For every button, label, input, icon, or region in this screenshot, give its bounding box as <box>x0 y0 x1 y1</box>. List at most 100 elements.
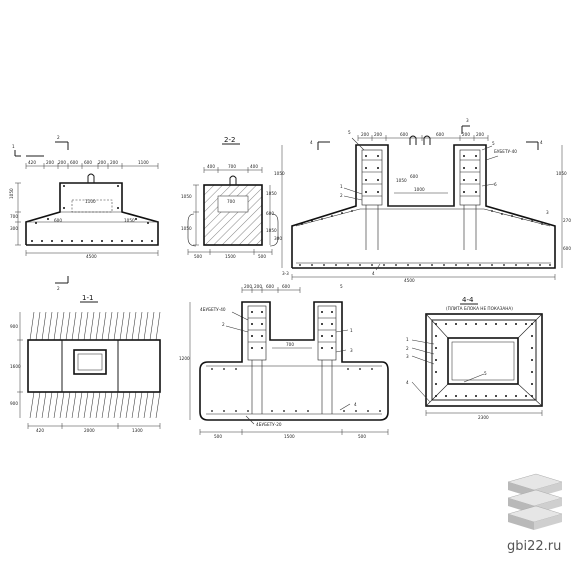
callout: 4 <box>372 271 375 276</box>
section-outline <box>199 301 389 421</box>
lifting-loop <box>229 175 237 185</box>
dim-text: 420 <box>36 428 44 433</box>
rebar-dots <box>211 368 381 412</box>
reinforcement-elevation: 4 3 4 200 200 600 600 200 200 <box>274 118 571 283</box>
cut-label: 2 <box>57 135 60 140</box>
callout: 1 <box>350 328 353 333</box>
dim-text: 600 <box>70 160 78 165</box>
callout: 3 <box>406 354 409 359</box>
dim-text: 1100 <box>85 199 96 204</box>
callout: 3 <box>350 348 353 353</box>
dim-text: 1050 <box>556 171 567 176</box>
dim-text: 200 <box>244 284 252 289</box>
dim-text: 700 <box>228 164 236 169</box>
dim-text: 1500 <box>284 434 295 439</box>
lifting-loop <box>409 135 417 145</box>
callout: 4 <box>354 402 357 407</box>
dim-text: 1050 <box>266 191 277 196</box>
note-text: (ПЛИТА БЛОКА НЕ ПОКАЗАНА) <box>446 306 513 311</box>
callout: 5 <box>492 141 495 146</box>
cut-label: 3 <box>466 118 469 123</box>
dim-text: 600 <box>266 284 274 289</box>
rebar-lines <box>29 311 161 419</box>
dim-text: 200 <box>254 284 262 289</box>
dim-text: 500 <box>358 434 366 439</box>
dim-text: 600 <box>400 132 408 137</box>
dim-text: 700 <box>286 342 294 347</box>
dim-text: 600 <box>84 160 92 165</box>
dim-text: 1050 <box>124 218 135 223</box>
column-socket <box>447 337 519 385</box>
dim-text: 600 <box>54 218 62 223</box>
callout: 5 <box>348 130 351 135</box>
note-text: 4БУБЕТУ-40 <box>200 307 226 312</box>
lifting-loop <box>423 135 431 145</box>
dim-text: 500 <box>194 254 202 259</box>
callout: 4 <box>406 380 409 385</box>
dim-text: 600 <box>282 284 290 289</box>
dim-text: 270 <box>563 218 571 223</box>
watermark-text: gbi22.ru <box>507 539 561 554</box>
dim-text: 400 <box>250 164 258 169</box>
callout: 1 <box>340 184 343 189</box>
dim-text: 600 <box>410 174 418 179</box>
dim-text: 200 <box>374 132 382 137</box>
section-title: 3-3 <box>282 271 289 276</box>
cut-label: 4 <box>310 140 313 145</box>
dim-ticks <box>25 163 159 169</box>
section-2-2: 2-2 400 700 400 700 1050 1050 1050 600 1… <box>181 136 279 259</box>
dim-text: 200 <box>361 132 369 137</box>
callout: 1 <box>406 337 409 342</box>
section-title: 2-2 <box>224 136 235 144</box>
dim-text: 500 <box>258 254 266 259</box>
section-4-4: 4-4 (ПЛИТА БЛОКА НЕ ПОКАЗАНА) <box>406 296 543 420</box>
dim-text: 1050 <box>9 188 14 199</box>
rebar-cage-right <box>317 305 337 361</box>
dim-text: 420 <box>28 160 36 165</box>
callout: 6 <box>494 182 497 187</box>
column-zone <box>61 339 119 393</box>
callout: 2 <box>340 193 343 198</box>
rebar-dots <box>435 323 533 397</box>
section-3-3: 200 200 600 600 5 4БУБЕТУ-40 <box>179 284 389 439</box>
rebar-dots <box>299 264 551 266</box>
dim-text: 1600 <box>10 364 21 369</box>
stacked-slabs-logo <box>507 473 563 530</box>
dim-text: 2000 <box>84 428 95 433</box>
note-text: БУБЕТУ-40 <box>494 149 517 154</box>
slab-top-rebar <box>295 208 551 227</box>
dim-text: 200 <box>58 160 66 165</box>
dim-text: 1500 <box>225 254 236 259</box>
rebar-dots <box>31 185 153 242</box>
dim-text: 300 <box>10 226 18 231</box>
dim-text: 600 <box>436 132 444 137</box>
section-outline <box>425 313 543 407</box>
callout: 3 <box>546 210 549 215</box>
dim-text: 1200 <box>179 356 190 361</box>
section-title: 4-4 <box>462 296 474 304</box>
cut-label: 4 <box>540 140 543 145</box>
callout: 5 <box>340 284 343 289</box>
dim-text: 600 <box>563 246 571 251</box>
hatched-section <box>204 185 262 245</box>
plan-outline <box>27 339 161 393</box>
rebar-dots <box>301 210 543 225</box>
rebar-cage-left <box>247 305 267 361</box>
dim-text: 600 <box>266 211 274 216</box>
note-text: 4БУБЕТУ-20 <box>256 422 282 427</box>
foundation-elevation: 1 2 2 420 200 200 600 600 200 200 1100 <box>9 135 159 291</box>
rebar-dots <box>365 155 477 193</box>
foundation-outline <box>291 144 556 269</box>
dim-text: 400 <box>207 164 215 169</box>
dim-text: 4500 <box>86 254 97 259</box>
dim-text: 200 <box>46 160 54 165</box>
section-title: 1-1 <box>82 294 93 302</box>
dim-text: 1050 <box>181 226 192 231</box>
callout: 5 <box>484 371 487 376</box>
dim-text: 1050 <box>274 171 285 176</box>
opening <box>218 196 248 212</box>
dim-text: 900 <box>10 324 18 329</box>
dim-text: 500 <box>214 434 222 439</box>
dim-text: 200 <box>98 160 106 165</box>
dim-text: 900 <box>10 401 18 406</box>
